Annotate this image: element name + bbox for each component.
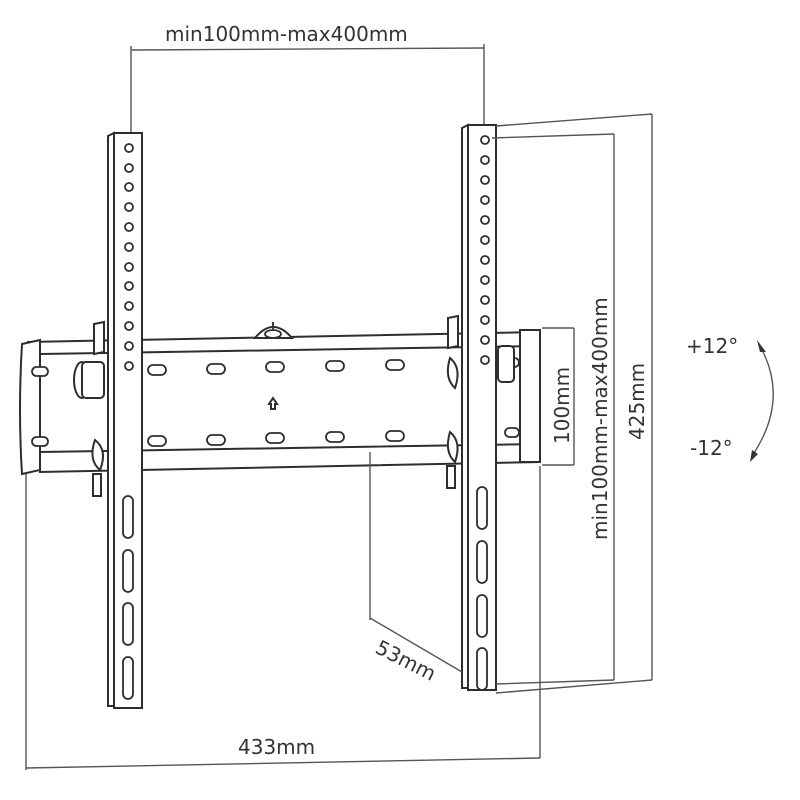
plate-slots-top — [31, 357, 520, 377]
right-vertical-arm — [446, 123, 515, 691]
top-width-label: min100mm-max400mm — [165, 22, 408, 46]
right-tilt-knob-icon — [446, 314, 515, 489]
right-arm-slots — [476, 486, 488, 691]
center-lock-icon — [252, 322, 295, 339]
vertical-span-dimension — [491, 133, 615, 685]
tilt-arc-icon — [750, 340, 774, 462]
vertical-span-label: min100mm-max400mm — [588, 297, 612, 540]
rail-height-label: 100mm — [550, 367, 574, 444]
left-arm-round-holes — [124, 143, 134, 371]
depth-label: 53mm — [372, 635, 440, 686]
tilt-up-label: +12° — [686, 334, 738, 358]
wall-plate — [19, 322, 541, 476]
depth-dimension — [369, 452, 463, 673]
left-vertical-arm — [73, 131, 143, 709]
plate-slots-bottom — [31, 427, 520, 447]
left-tilt-knob-icon — [73, 320, 105, 497]
rail-height-dimension — [542, 327, 575, 466]
total-width-dimension — [25, 466, 541, 770]
up-arrow-icon — [267, 396, 279, 410]
total-height-dimension — [495, 113, 653, 694]
top-width-dimension — [130, 44, 485, 136]
right-arm-round-holes — [480, 135, 490, 365]
total-height-label: 425mm — [625, 363, 649, 440]
left-arm-slots — [122, 495, 134, 700]
tilt-down-label: -12° — [690, 436, 733, 460]
total-width-label: 433mm — [238, 735, 315, 759]
